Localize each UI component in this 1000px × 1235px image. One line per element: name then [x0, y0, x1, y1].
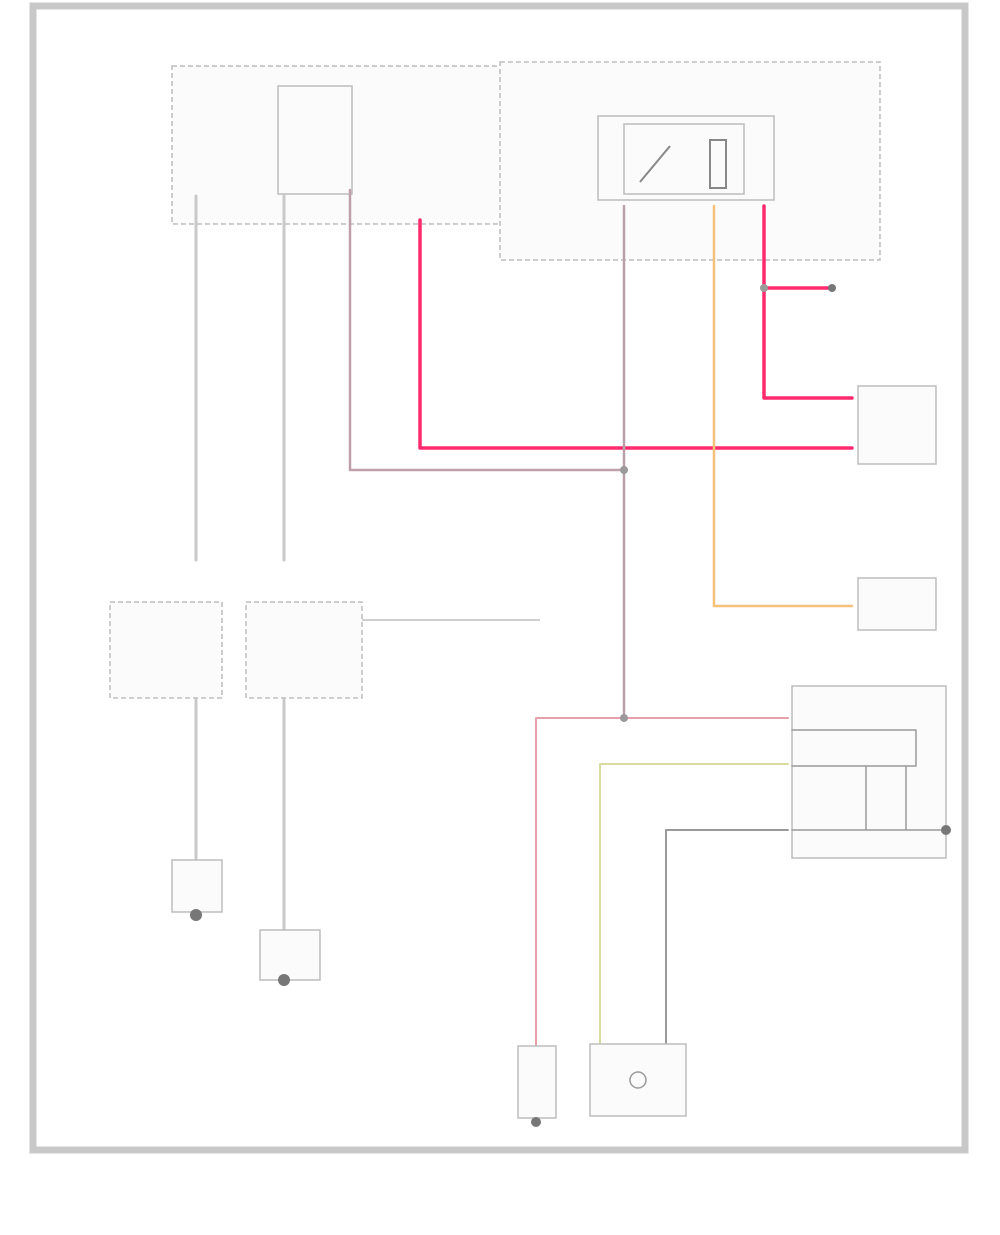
wire-red-light: [535, 717, 789, 1051]
component-a: [857, 385, 937, 465]
connector-dot: [828, 284, 836, 292]
component-c-internal: [791, 729, 917, 767]
wire-mauve: [348, 188, 626, 472]
relay-inner-box: [623, 123, 745, 195]
relay-a-box: [277, 85, 353, 195]
junction-3: [760, 284, 768, 292]
ground-left: [190, 909, 202, 921]
relay-contact: [639, 145, 671, 183]
wire-hot-pink: [418, 218, 854, 450]
relay-coil: [709, 139, 727, 189]
motor-icon: [629, 1071, 647, 1089]
junction-2: [620, 714, 628, 722]
switch-right: [245, 601, 363, 699]
wire-yellow-green: [599, 763, 789, 1049]
wire-dark-gray: [665, 829, 789, 1049]
component-c: [791, 685, 947, 859]
junction-1: [620, 466, 628, 474]
switch-left: [109, 601, 223, 699]
diagram-frame: [29, 2, 969, 1154]
bottom-left-component: [517, 1045, 557, 1119]
ground-right: [278, 974, 290, 986]
bottom-left-ground: [531, 1117, 541, 1127]
component-c-ground: [941, 825, 951, 835]
ground-block-right: [259, 929, 321, 981]
wire-orange: [712, 204, 854, 608]
ground-block-left: [171, 859, 223, 913]
component-c-internal-2: [791, 765, 947, 831]
wire-hot-pink-2: [762, 204, 854, 400]
component-b: [857, 577, 937, 631]
bottom-right-component: [589, 1043, 687, 1117]
